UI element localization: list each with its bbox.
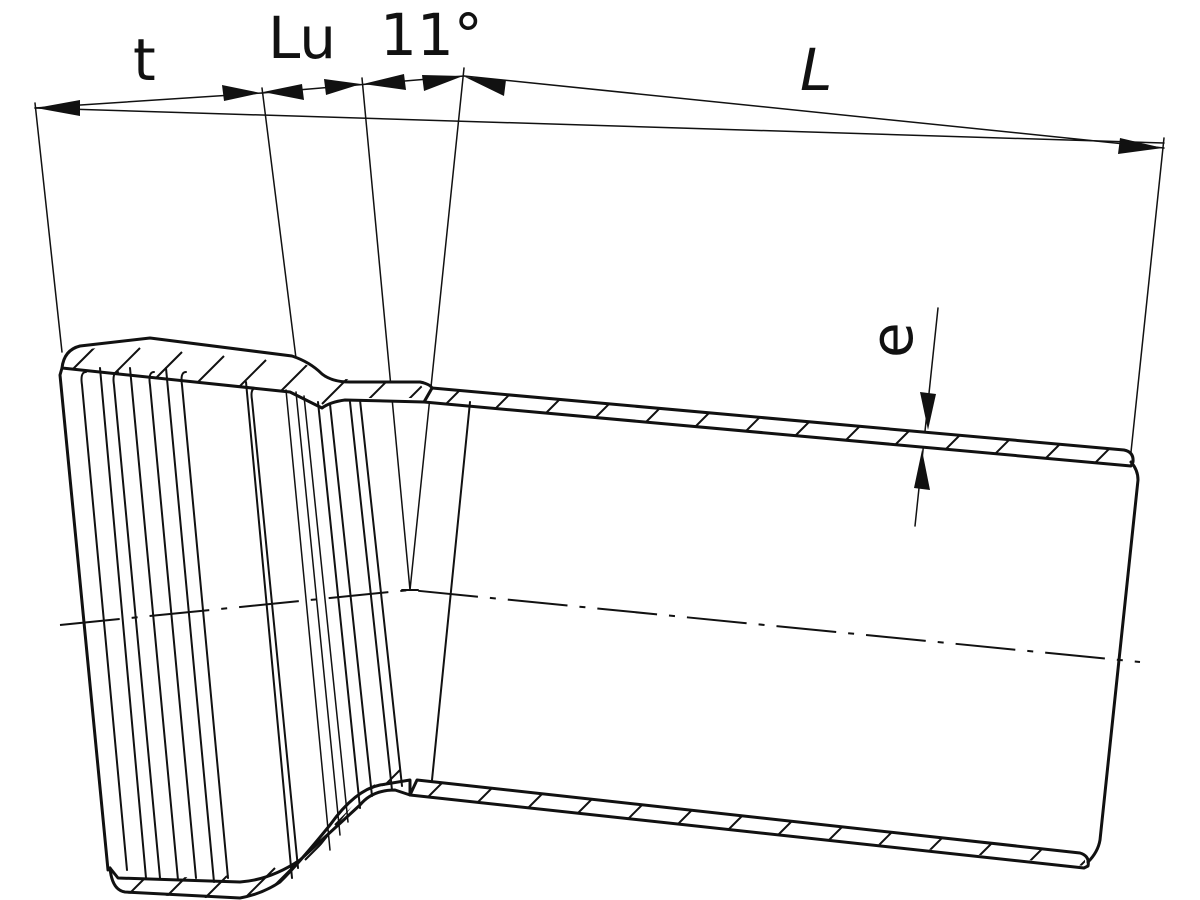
dimension-label-angle: 11°: [380, 1, 483, 69]
dimension-line-top: [34, 75, 1165, 149]
pipe-spigot: [408, 386, 1140, 870]
dimension-label-lu: Lu: [268, 4, 336, 72]
dimension-arrows: [36, 74, 1163, 490]
pipe-socket: [58, 336, 434, 900]
socket-grooves: [80, 367, 403, 883]
dimension-label-l: L: [800, 36, 832, 104]
extension-lines: [34, 67, 1165, 591]
dimension-label-t: t: [133, 26, 156, 94]
centerline: [59, 588, 1141, 663]
dimension-label-e: e: [858, 322, 926, 358]
